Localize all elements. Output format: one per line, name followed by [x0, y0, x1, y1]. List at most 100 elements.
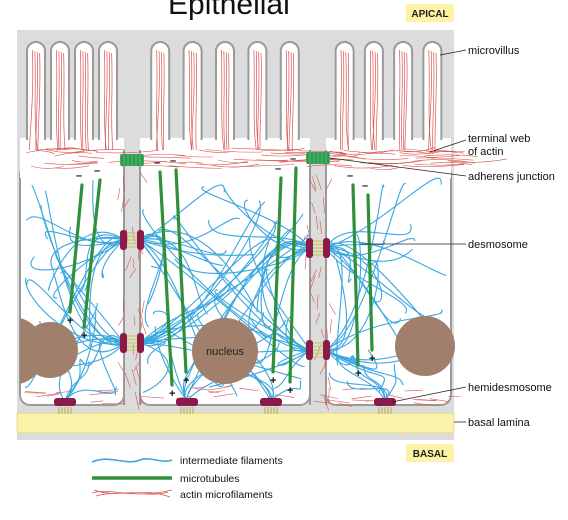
microvillus-actin-bundle [195, 52, 197, 151]
hemidesmosomes [54, 398, 396, 414]
hemidesmosome [176, 398, 198, 406]
terminal-web-actin [30, 165, 64, 169]
microvillus-actin-bundle [434, 52, 437, 151]
intermediate-filament [139, 239, 224, 266]
leader-terminal-web [429, 139, 467, 153]
microvillus-actin-bundle [291, 52, 295, 151]
terminal-web-actin [343, 150, 382, 154]
microtubule [351, 183, 360, 367]
microtubule [174, 168, 188, 374]
intermediate-filament [139, 234, 164, 305]
intermediate-filament [336, 354, 386, 402]
intermediate-filament [325, 247, 402, 324]
cortical-actin [129, 268, 137, 279]
terminal-web-actin [196, 161, 248, 166]
microvillus-actin-bundle [80, 49, 83, 151]
microvillus-actin-bundle [111, 52, 114, 151]
intermediate-filament [26, 279, 125, 346]
intermediate-filament [255, 247, 311, 364]
intermediate-filament [64, 361, 90, 402]
legend: intermediate filaments microtubules acti… [91, 455, 283, 501]
microvillus-actin-bundle [432, 51, 435, 151]
cortical-actin [124, 198, 130, 208]
basal-actin [413, 402, 425, 406]
microvillus-actin-bundle [428, 50, 432, 151]
intermediate-filament [52, 272, 125, 353]
cortical-actin [315, 313, 321, 324]
microvillus-actin-bundle [369, 49, 372, 151]
cortical-actin [131, 369, 137, 386]
terminal-web-actin [74, 149, 124, 153]
terminal-web-actin [205, 149, 262, 153]
cortical-actin [306, 225, 310, 236]
adherens-junction [120, 154, 144, 166]
intermediate-filament [325, 246, 352, 283]
desmosome-plaque [137, 333, 144, 353]
cortical-actin [135, 366, 141, 383]
cortical-actin [327, 376, 332, 391]
cortical-actin [141, 321, 147, 335]
terminal-web-actin [329, 150, 361, 155]
intermediate-filament [325, 245, 343, 366]
minus-end: – [362, 180, 368, 192]
terminal-web-actin [35, 148, 98, 152]
microvillus [334, 41, 355, 153]
microvillus-actin-bundle [29, 49, 34, 151]
cortical-actin [311, 202, 316, 214]
cortical-actin [316, 175, 322, 190]
intermediate-filament [142, 209, 311, 351]
cortical-actin [316, 295, 319, 310]
cortical-actin [312, 176, 317, 190]
microtubule [68, 183, 84, 314]
microvillus-actin-bundle [398, 49, 401, 151]
cortical-actin [122, 299, 125, 312]
nucleus-center [192, 318, 258, 384]
microvillus-actin-bundle [341, 50, 345, 151]
basal-actin [320, 394, 338, 399]
basal-actin [328, 399, 350, 404]
intermediate-filament [139, 342, 169, 394]
hemidesmosome [374, 398, 396, 406]
adherens-junction [306, 152, 330, 164]
basal-actin [386, 394, 403, 399]
cortical-actin [117, 362, 124, 371]
hemidesmosome [54, 398, 76, 406]
terminal-web-actin [143, 154, 186, 156]
cortical-actin [140, 318, 143, 330]
cortical-actin [315, 215, 319, 230]
terminal-web-actin [44, 163, 98, 165]
intercellular-space [310, 150, 326, 405]
intermediate-filament [154, 326, 188, 402]
terminal-web-actin [333, 165, 393, 169]
basal-actin [90, 400, 104, 403]
microvillus-actin-bundle [35, 51, 38, 151]
intermediate-filament [209, 349, 311, 388]
terminal-web-actin [306, 164, 353, 167]
cortical-actin [328, 387, 330, 404]
basal-actin [208, 385, 232, 391]
microtubule [366, 193, 374, 352]
microvillus-actin-bundle [228, 52, 230, 151]
nucleus-left-body [22, 322, 78, 378]
cortical-actin [123, 175, 125, 192]
microvillus-actin-bundle [221, 49, 225, 151]
cell-cortex [141, 140, 309, 170]
microvillus-actin-bundle [188, 49, 192, 151]
terminal-web-actin [426, 150, 458, 154]
terminal-web-actin [426, 155, 460, 158]
intermediate-filament [346, 380, 390, 402]
microvillus-actin-bundle [259, 52, 262, 151]
cortical-actin [304, 254, 307, 270]
plus-end: + [270, 375, 276, 387]
microtubules-layer [68, 166, 374, 387]
intermediate-filament [47, 231, 125, 291]
intermediate-filament [88, 239, 125, 347]
plus-end: + [169, 388, 175, 400]
cortical-actin [140, 172, 148, 183]
microvillus-actin-bundle [403, 51, 406, 151]
intermediate-filament [139, 222, 277, 344]
cortical-actin [141, 300, 145, 315]
terminal-web-actin [198, 149, 234, 153]
cortical-actin [133, 316, 136, 326]
intermediate-filament [325, 349, 378, 370]
